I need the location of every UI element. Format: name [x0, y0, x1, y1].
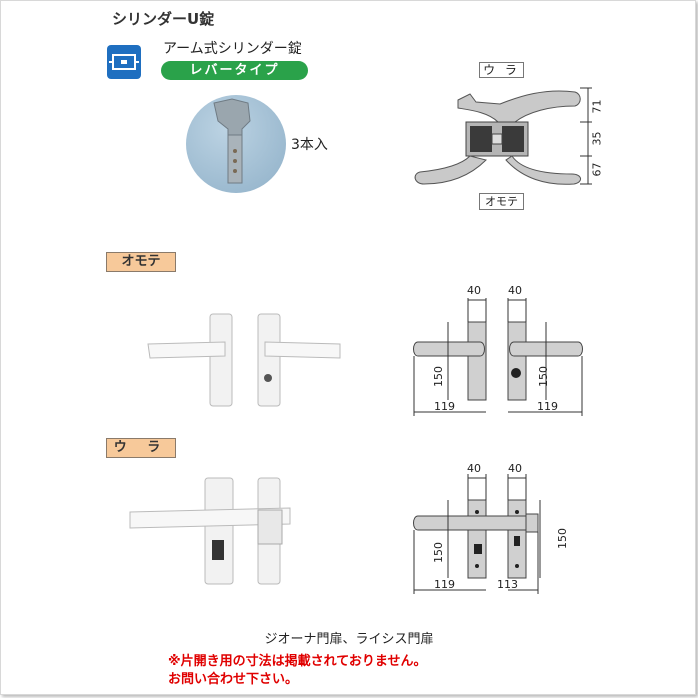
key-count: 3本入: [291, 137, 328, 153]
dim-back-left-length: 119: [434, 578, 455, 591]
section-label-front: オモテ: [106, 252, 176, 272]
dim-front-left-length: 119: [434, 400, 455, 413]
dim-front-left-width: 40: [467, 284, 481, 297]
dim-back-left-width: 40: [467, 462, 481, 475]
ura-side-tag: ウ ラ: [479, 62, 524, 78]
type-badge: レバータイプ: [161, 61, 308, 80]
omote-side-tag: オモテ: [479, 193, 524, 210]
dim-front-right-length: 119: [537, 400, 558, 413]
product-title: シリンダーU錠: [112, 10, 215, 28]
dim-back-right-height: 150: [556, 528, 569, 549]
warning-line-2: お問い合わせ下さい。: [168, 672, 299, 687]
warning-line-1: ※片開き用の寸法は掲載されておりません。: [168, 654, 427, 669]
key-icon: [213, 98, 251, 184]
lock-category-icon: [107, 45, 141, 79]
applicable-gates: ジオーナ門扉、ライシス門扉: [264, 632, 434, 647]
category-name: アーム式シリンダー錠: [163, 41, 302, 57]
dim-back-left-height: 150: [432, 542, 445, 563]
keyhole-icon: [264, 374, 272, 382]
dim-front-right-width: 40: [508, 284, 522, 297]
section-label-back: ウ ラ: [106, 438, 176, 458]
cylinder-icon: [212, 540, 224, 560]
key-photo: [186, 95, 286, 193]
dim-back-right-width: 40: [508, 462, 522, 475]
dim-back-right-length: 113: [497, 578, 518, 591]
